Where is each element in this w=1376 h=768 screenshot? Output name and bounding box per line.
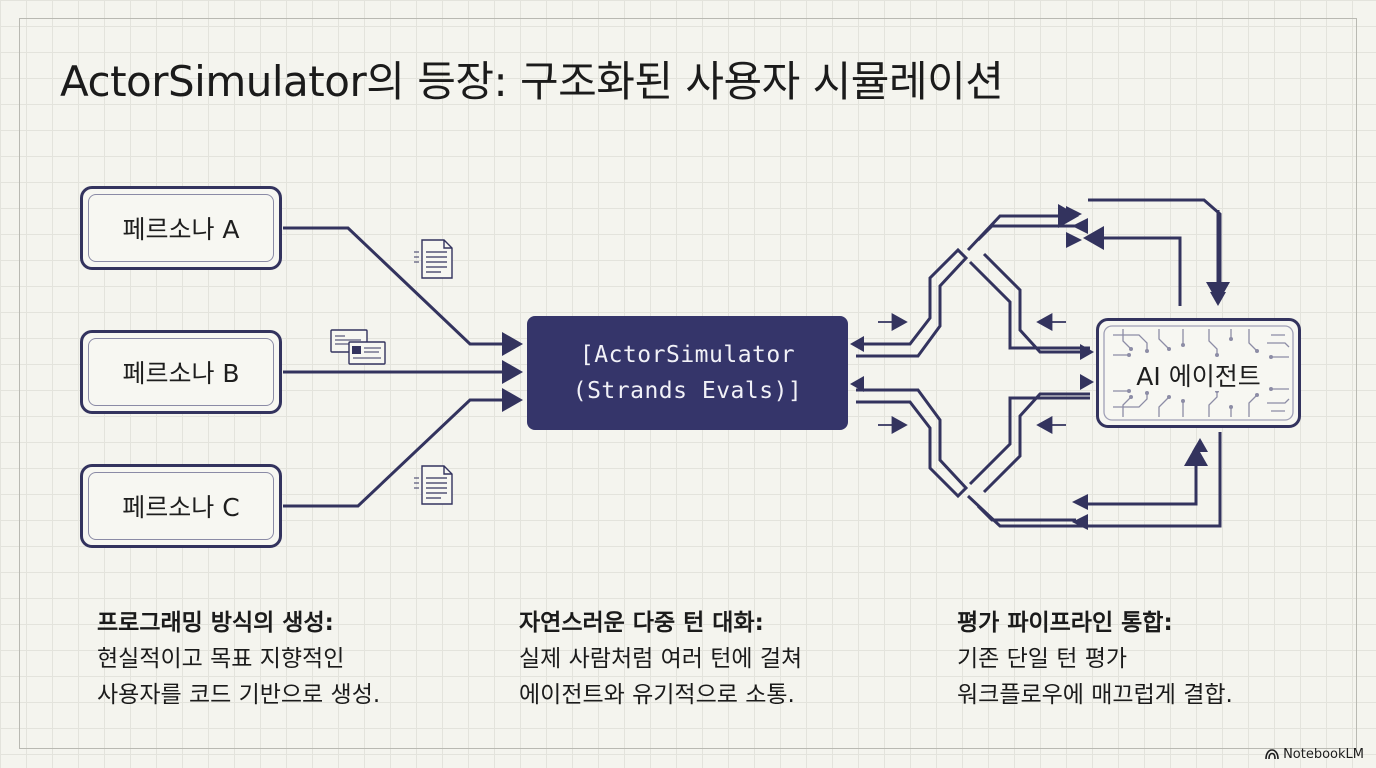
caption-line: 사용자를 코드 기반으로 생성. [97,682,381,708]
caption-programmatic: 프로그래밍 방식의 생성: 현실적이고 목표 지향적인 사용자를 코드 기반으로… [97,605,380,713]
persona-a-label: 페르소나 A [122,215,240,244]
persona-c-label: 페르소나 C [122,493,240,522]
notebooklm-brand: NotebookLM [1265,747,1364,762]
bundle-lower-3 [976,504,1076,522]
connector-persona-a [283,226,523,356]
persona-b-box: 페르소나 B [80,330,282,414]
arrowhead-agent-up [1192,438,1208,452]
persona-b-label: 페르소나 B [122,359,240,388]
arrowhead-agent-down [1210,292,1226,306]
bundle-upper-1 [856,247,969,358]
brand-label: NotebookLM [1283,747,1364,762]
caption-line: 현실적이고 목표 지향적인 [97,646,345,672]
persona-a-box: 페르소나 A [80,186,282,270]
caption-line: 기존 단일 턴 평가 [957,646,1128,672]
bundle-lower-6 [1086,445,1208,506]
id-cards-icon [330,329,386,365]
caption-pipeline: 평가 파이프라인 통합: 기존 단일 턴 평가 워크플로우에 매끄럽게 결합. [957,605,1233,713]
bundle-lower-1 [856,388,969,499]
simulator-line-1: [ActorSimulator [579,342,796,368]
bundle-lower-5 [982,392,1090,494]
arrowhead-sim-in-bottom [850,376,864,392]
arrowhead-low-left-2 [1072,514,1088,530]
caption-heading: 자연스러운 다중 턴 대화: [519,610,764,636]
bundle-upper-5 [1083,226,1182,306]
arrowhead-low-left-1 [1072,494,1088,510]
slide-title: ActorSimulator의 등장: 구조화된 사용자 시뮬레이션 [60,57,1004,106]
bundle-upper-6 [976,224,1076,242]
document-icon [414,465,453,505]
bundle-lower-4 [968,396,1090,486]
arrowhead-up-right-1 [1066,206,1082,222]
connector-persona-c [283,388,523,508]
slide-frame [19,18,1357,749]
persona-c-box: 페르소나 C [80,464,282,548]
arrowhead-up-left [1072,218,1088,234]
ai-agent-box: AI 에이전트 [1096,318,1301,428]
arrowhead-agent-in-bottom [1080,374,1094,390]
caption-line: 실제 사람처럼 여러 턴에 걸쳐 [519,646,803,672]
arrowhead-sim-in-top [850,336,864,352]
simulator-line-2: (Strands Evals)] [572,378,803,404]
caption-heading: 평가 파이프라인 통합: [957,610,1173,636]
caption-line: 에이전트와 유기적으로 소통. [519,682,795,708]
caption-heading: 프로그래밍 방식의 생성: [97,610,334,636]
bundle-upper-4 [1088,198,1222,300]
document-icon [414,239,453,279]
ai-agent-label: AI 에이전트 [1132,362,1265,391]
actor-simulator-box: [ActorSimulator (Strands Evals)] [527,316,848,430]
caption-line: 워크플로우에 매끄럽게 결합. [957,682,1233,708]
bundle-upper-7 [968,260,1090,350]
caption-multi-turn: 자연스러운 다중 턴 대화: 실제 사람처럼 여러 턴에 걸쳐 에이전트와 유기… [519,605,802,713]
bundle-upper-8 [982,252,1090,354]
arrowhead-up-right-2 [1066,232,1082,248]
notebooklm-logo-icon [1265,749,1279,760]
arrowhead-agent-in-top [1080,344,1094,360]
circuit-icon [1103,325,1294,421]
